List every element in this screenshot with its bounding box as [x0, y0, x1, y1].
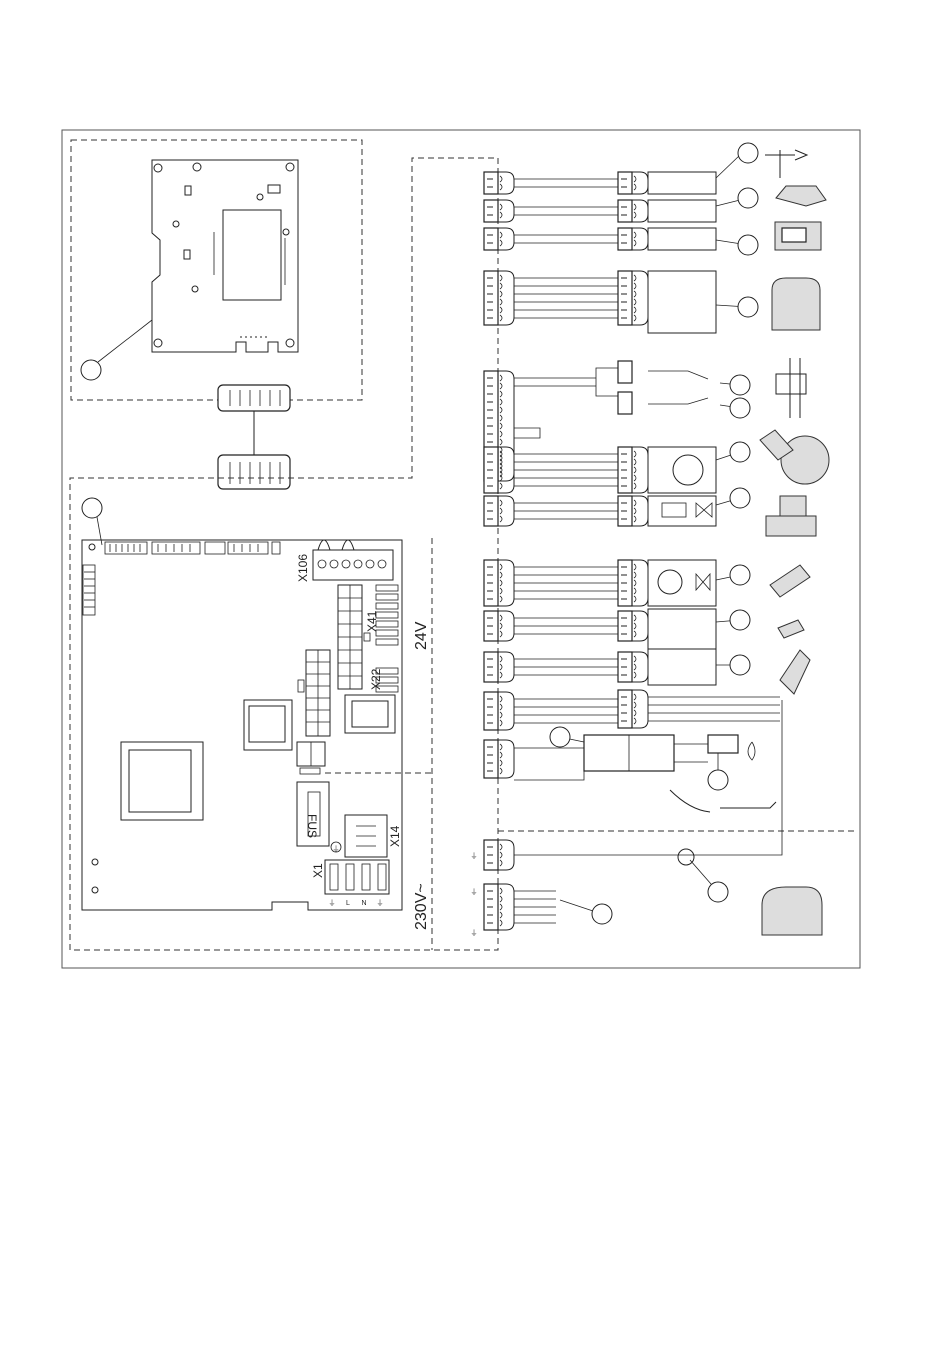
earth-symbol-mains-2: ⏚: [471, 929, 478, 937]
label-x22: X22: [369, 668, 383, 690]
callout-circle: [730, 610, 750, 630]
harness-plug: [484, 692, 498, 730]
callout-circle: [708, 882, 728, 902]
link-plug: [618, 690, 632, 728]
callout-circle: [730, 655, 750, 675]
harness-area: [484, 143, 829, 935]
ignition-plug: [708, 735, 738, 753]
junction: [678, 849, 694, 865]
flow-sensor-component: [780, 650, 810, 694]
label-x41: X41: [365, 610, 379, 632]
ntc-plug-2: [618, 392, 632, 414]
callout-circle: [738, 143, 758, 163]
earth-symbol-pump: ⏚: [471, 852, 478, 860]
harness-plug: [484, 172, 498, 194]
ignition-electrode-component: [670, 790, 776, 812]
terminal-l-label: L: [346, 900, 350, 907]
earth-symbol-board: ⏚: [333, 845, 340, 853]
flame-icon: [748, 742, 755, 760]
callout-circle: [730, 375, 750, 395]
callout-circle: [738, 188, 758, 208]
callout-circle: [592, 904, 612, 924]
earth-terminal-2: ⏚: [377, 899, 384, 907]
ntc-component: [776, 358, 806, 418]
label-x106: X106: [296, 554, 310, 582]
earth-terminal-1: ⏚: [329, 899, 336, 907]
harness-plug: [484, 740, 498, 778]
label-x14: X14: [388, 825, 402, 847]
callout-circle: [550, 727, 570, 747]
sensor-component: [765, 150, 807, 178]
label-230v: 230V~: [413, 883, 430, 930]
callout-circle: [730, 398, 750, 418]
sensor-plug: [618, 228, 632, 250]
main-board: ⏚ ⏚ L N ⏚: [82, 498, 402, 910]
label-fus: FUS: [305, 814, 319, 838]
sensor-plug: [618, 172, 632, 194]
diverter-component: [770, 565, 810, 597]
harness-plug: [484, 271, 498, 325]
label-24v: 24V: [413, 621, 430, 650]
room-sensor-component: [776, 186, 826, 206]
gas-valve-component: [766, 496, 816, 536]
callout-circle: [738, 235, 758, 255]
callout-main-board: [82, 498, 102, 518]
harness-plug: [484, 200, 498, 222]
module-plug: [618, 271, 632, 325]
ntc-plug-1: [618, 361, 632, 383]
callout-display-module: [81, 360, 101, 380]
pump-component: [762, 887, 822, 935]
callout-circle: [738, 297, 758, 317]
label-x1: X1: [311, 863, 325, 878]
pressure-sensor-component: [778, 620, 804, 638]
earth-symbol-mains-1: ⏚: [471, 888, 478, 896]
callout-circle: [730, 442, 750, 462]
sensor-plug: [618, 200, 632, 222]
callout-circle: [708, 770, 728, 790]
display-module: [71, 140, 362, 400]
harness-plug: [484, 228, 498, 250]
ribbon-cable: [218, 385, 290, 489]
callout-circle: [730, 488, 750, 508]
callout-circle: [730, 565, 750, 585]
terminal-n-label: N: [361, 900, 366, 907]
module-component: [772, 278, 820, 330]
fan-component: [781, 436, 829, 484]
